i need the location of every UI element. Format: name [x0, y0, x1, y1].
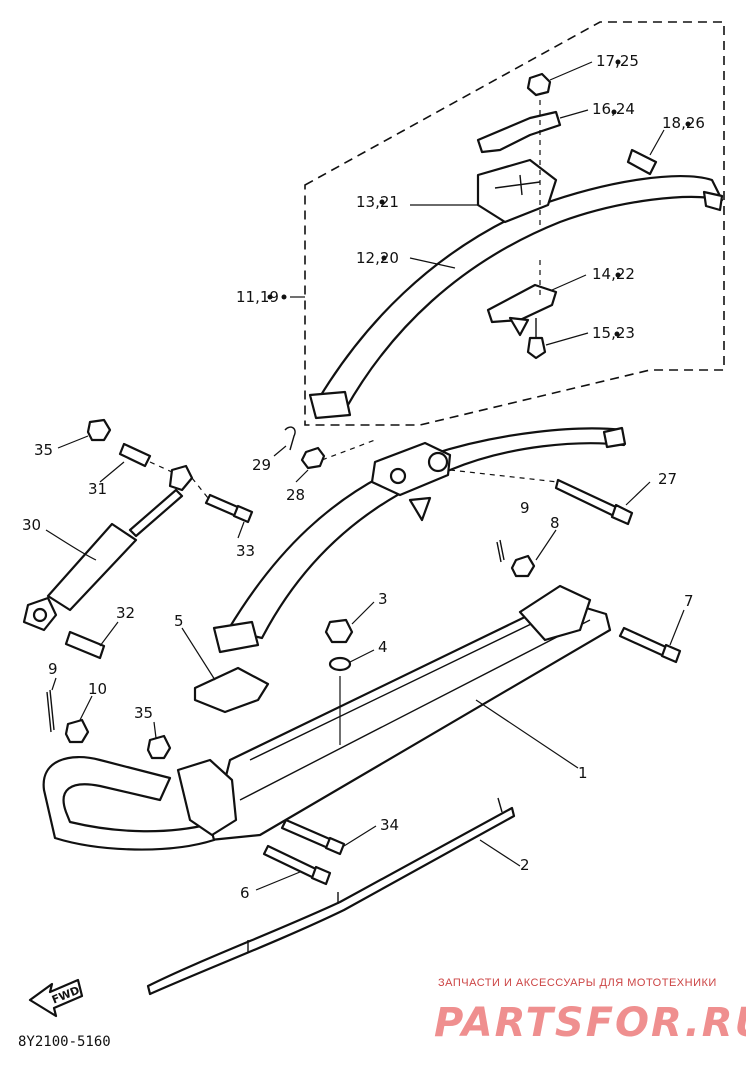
nut-17-25 — [526, 72, 552, 97]
bolt-34 — [280, 818, 334, 850]
nut-35-lower — [146, 734, 172, 760]
callout-1: 1 — [578, 764, 588, 782]
ski-body-1 — [42, 584, 612, 851]
callout-13-21: 13,21 — [356, 193, 399, 211]
subassembly-boundary — [304, 21, 725, 426]
nut-10 — [64, 718, 90, 744]
watermark-tagline: ЗАПЧАСТИ И АКСЕССУАРЫ ДЛЯ МОТОТЕХНИКИ — [438, 977, 717, 989]
callout-3: 3 — [378, 590, 388, 608]
callout-8: 8 — [550, 514, 560, 532]
callout-6: 6 — [240, 884, 250, 902]
nut-35-upper — [86, 418, 112, 442]
nut-8 — [510, 554, 536, 578]
nut-3 — [324, 618, 354, 644]
cotter-pin-29 — [284, 426, 296, 451]
leader-lines — [45, 59, 691, 891]
collar-31 — [118, 442, 152, 468]
collar-32 — [64, 630, 106, 660]
nut-28 — [300, 446, 326, 470]
callout-32: 32 — [116, 604, 135, 622]
shock-absorber-30 — [22, 464, 194, 632]
bolt-15-23 — [526, 336, 547, 360]
bolt-27 — [554, 478, 620, 518]
callout-7: 7 — [684, 592, 694, 610]
callout-33: 33 — [236, 542, 255, 560]
callout-5: 5 — [174, 612, 184, 630]
callout-14-22: 14,22 — [592, 265, 635, 283]
callout-2: 2 — [520, 856, 530, 874]
washer-4 — [328, 656, 352, 672]
callout-9-upper: 9 — [520, 499, 530, 517]
callout-4: 4 — [378, 638, 388, 656]
callout-10: 10 — [88, 680, 107, 698]
callout-29: 29 — [252, 456, 271, 474]
callout-9-lower: 9 — [48, 660, 58, 678]
callout-31: 31 — [88, 480, 107, 498]
callout-35-upper: 35 — [34, 441, 53, 459]
pad-5 — [193, 666, 270, 714]
callout-18-26: 18,26 — [662, 114, 705, 132]
callout-27: 27 — [658, 470, 677, 488]
plate-14-22 — [486, 283, 558, 324]
callout-16-24: 16,24 — [592, 100, 635, 118]
cotter-pin-9b — [46, 689, 55, 733]
callout-34: 34 — [380, 816, 399, 834]
bolt-7 — [618, 626, 670, 658]
callout-17-25: 17,25 — [596, 52, 639, 70]
runner-2 — [146, 806, 516, 996]
bolt-6 — [262, 844, 320, 880]
callout-35-lower: 35 — [134, 704, 153, 722]
collar-18-26 — [626, 148, 658, 176]
callout-12-20: 12,20 — [356, 249, 399, 267]
watermark-brand: PARTSFOR.RU — [434, 1000, 746, 1046]
diagram-code: 8Y2100-5160 — [18, 1034, 111, 1050]
callout-15-23: 15,23 — [592, 324, 635, 342]
leaf-spring-upper — [308, 175, 724, 420]
callout-11-19: 11,19 — [236, 288, 279, 306]
callout-30: 30 — [22, 516, 41, 534]
cotter-pin-9a — [496, 539, 505, 563]
callout-28: 28 — [286, 486, 305, 504]
clamp-plate-16-24 — [476, 110, 562, 154]
forward-arrow-icon: FWD — [28, 978, 84, 1018]
